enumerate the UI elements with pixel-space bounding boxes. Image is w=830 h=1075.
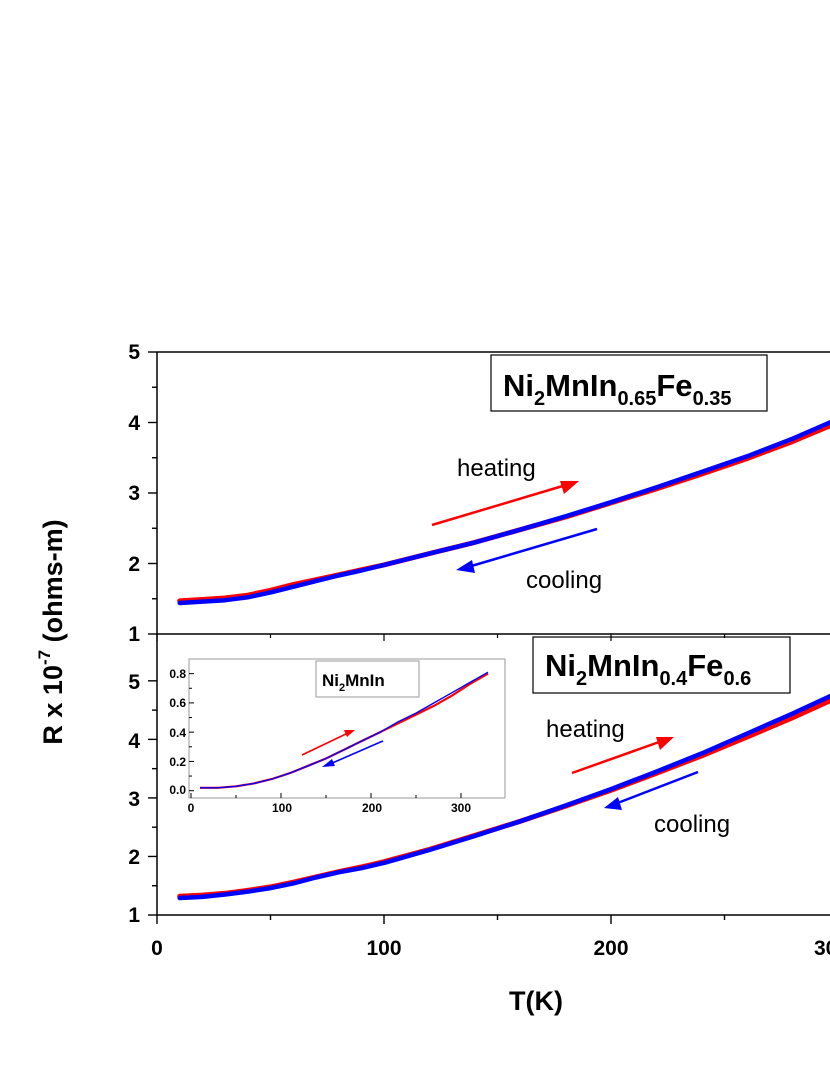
x-tick-label: 200 [593, 937, 628, 960]
inset-composition-label: Ni2MnIn [322, 671, 385, 694]
y-axis-title: R x 10-7 (ohms-m) [35, 519, 68, 744]
bottom-y-tick-labels: 1 2 3 4 5 [128, 671, 140, 927]
inset-x-tick-label: 0 [188, 801, 195, 815]
inset-heating-arrowhead [344, 730, 355, 737]
top-y-tick-labels: 1 2 3 4 5 [128, 341, 140, 646]
top-heating-arrow [431, 483, 567, 527]
y-tick-label: 1 [128, 623, 140, 646]
inset-y-tick-label: 0.6 [169, 696, 186, 710]
inset-heating-arrow [301, 732, 349, 756]
axis-ticks [148, 351, 726, 924]
y-tick-label: 1 [128, 904, 140, 927]
bottom-cooling-arrowhead [604, 797, 622, 810]
y-tick-label: 3 [128, 482, 140, 505]
top-composition-label: Ni2MnIn0.65Fe0.35 [503, 368, 732, 410]
x-tick-labels: 0 100 200 30 [151, 937, 830, 960]
bottom-heating-label: heating [546, 716, 625, 743]
series-line-cooling [177, 693, 830, 901]
main-axes [148, 351, 830, 924]
y-tick-label: 2 [128, 553, 140, 576]
top-cooling-label: cooling [526, 567, 602, 594]
y-tick-label: 4 [128, 412, 140, 435]
inset-series-line-cooling [200, 671, 489, 789]
x-axis-title: T(K) [509, 986, 563, 1016]
bottom-panel: 1 2 3 4 5 Ni2MnIn0.4Fe0.6 heating coolin… [128, 636, 830, 927]
top-composition-box [490, 354, 768, 412]
top-series-group [177, 420, 830, 606]
inset-x-tick-label: 200 [362, 801, 382, 815]
series-line-heating [177, 423, 830, 604]
inset-x-tick-label: 100 [272, 801, 292, 815]
inset-cooling-arrow [329, 740, 384, 765]
x-tick-label: 30 [814, 937, 830, 960]
inset-x-tick-labels: 0 100 200 300 [188, 801, 472, 815]
top-cooling-arrowhead [456, 560, 475, 573]
bottom-cooling-arrow [614, 770, 699, 806]
bottom-heating-arrow [571, 739, 663, 775]
inset-plot: 0.0 0.2 0.4 0.6 0.8 0 100 200 300 Ni2MnI… [169, 658, 506, 815]
inset-x-tick-label: 300 [451, 801, 471, 815]
y-tick-label: 2 [128, 846, 140, 869]
y-tick-label: 3 [128, 788, 140, 811]
inset-y-tick-labels: 0.0 0.2 0.4 0.6 0.8 [169, 667, 186, 797]
x-tick-label: 100 [366, 937, 401, 960]
bottom-heating-arrowhead [656, 737, 674, 750]
top-cooling-arrow [467, 527, 598, 569]
inset-y-tick-label: 0.0 [169, 783, 186, 797]
inset-y-tick-label: 0.8 [169, 667, 186, 681]
bottom-series-group [177, 693, 830, 901]
x-tick-label: 0 [151, 937, 163, 960]
inset-cooling-arrowhead [322, 759, 335, 767]
series-line-cooling [177, 420, 830, 606]
inset-y-tick-label: 0.4 [169, 726, 186, 740]
inset-y-tick-label: 0.2 [169, 755, 186, 769]
bottom-composition-box [532, 636, 791, 694]
y-tick-label: 4 [128, 730, 140, 753]
y-tick-label: 5 [128, 671, 140, 694]
top-panel: 1 2 3 4 5 Ni2MnIn0.65Fe0.35 heating cool… [128, 341, 830, 646]
bottom-composition-label: Ni2MnIn0.4Fe0.6 [545, 648, 751, 690]
inset-series-group [189, 671, 489, 798]
top-heating-arrowhead [560, 481, 579, 494]
bottom-cooling-label: cooling [654, 811, 730, 838]
y-tick-label: 5 [128, 341, 140, 364]
top-heating-label: heating [457, 455, 536, 482]
inset-composition-box [315, 660, 420, 698]
